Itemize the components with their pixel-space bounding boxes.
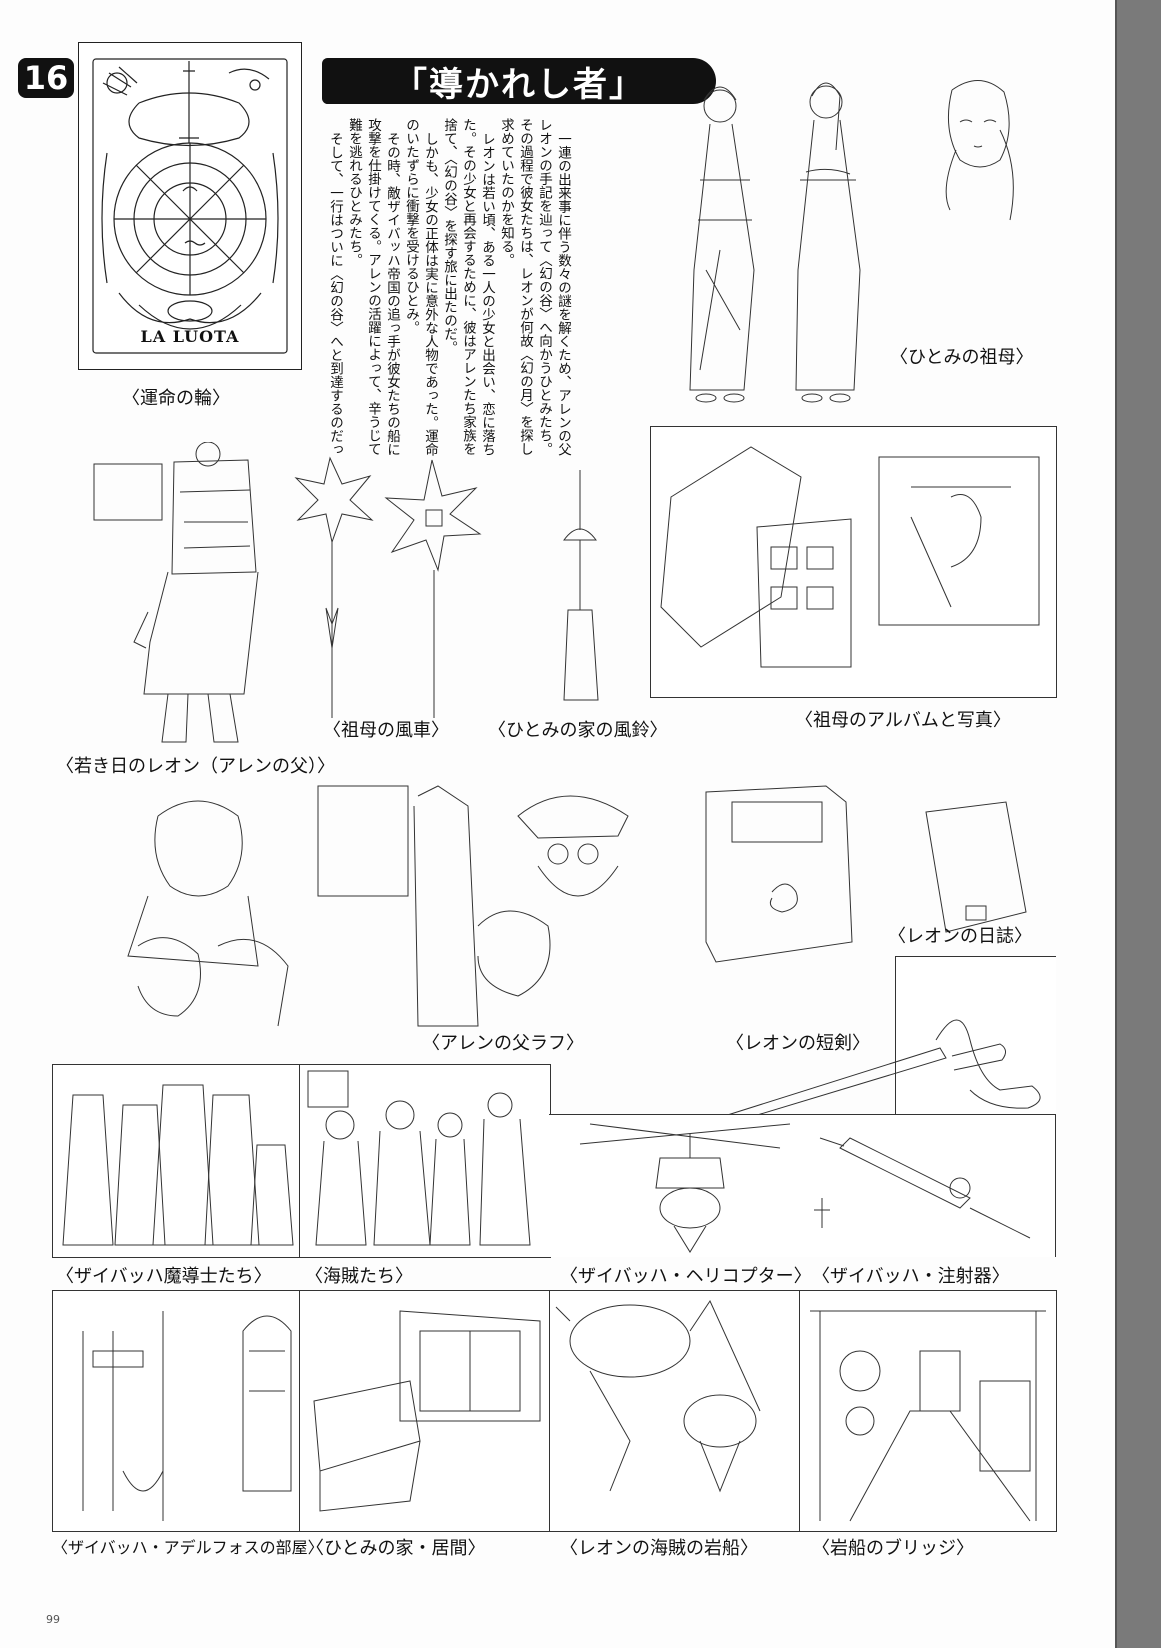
caption-hitomi-living: 〈ひとみの家・居間〉 xyxy=(306,1538,486,1559)
young-leon-sketch xyxy=(88,442,298,752)
caption-pirates: 〈海賊たち〉 xyxy=(305,1266,413,1287)
album-photo-drawing xyxy=(651,427,1056,697)
leon-journal-sketch xyxy=(676,782,1056,982)
caption-sorcerers: 〈ザイバッハ魔導士たち〉 xyxy=(56,1266,272,1287)
episode-badge: 16 xyxy=(18,58,74,98)
caption-allen-father-rough: 〈アレンの父ラフ〉 xyxy=(422,1033,584,1054)
wind-chime-sketch xyxy=(520,470,630,710)
syringe-sketch xyxy=(800,1118,1050,1258)
adelfos-room-frame xyxy=(52,1290,301,1532)
caption-leon-dagger: 〈レオンの短剣〉 xyxy=(726,1033,870,1054)
album-photo-frame xyxy=(650,426,1057,698)
rock-ship-drawing xyxy=(550,1291,800,1531)
caption-grandmother-pinwheel: 〈祖母の風車〉 xyxy=(323,720,449,741)
caption-syringe: 〈ザイバッハ・注射器〉 xyxy=(812,1266,1010,1287)
wheel-of-fortune-drawing xyxy=(79,43,301,369)
caption-wheel-of-fortune: 〈運命の輪〉 xyxy=(122,388,230,409)
sorcerers-drawing xyxy=(53,1065,300,1257)
hitomi-living-frame xyxy=(299,1290,551,1532)
helicopter-sketch xyxy=(570,1118,800,1258)
synopsis-paragraph: そして、一行はついに〈幻の谷〉へと到達するのだった。 xyxy=(327,131,343,456)
caption-ship-bridge: 〈岩船のブリッジ〉 xyxy=(812,1538,974,1559)
adelfos-room-drawing xyxy=(53,1291,300,1531)
synopsis-paragraph: その時、敵ザイバッハ帝国の追っ手が彼女たちの船に攻撃を仕掛けてくる。アレンの活躍… xyxy=(346,118,400,456)
caption-wind-chime: 〈ひとみの家の風鈴〉 xyxy=(488,720,668,741)
episode-title: 「導かれし者」 xyxy=(322,58,716,105)
synopsis-paragraph: レオンは若い頃、ある一人の少女と出会い、恋に落ちた。その少女と再会するために、彼… xyxy=(441,118,495,456)
episode-synopsis: 一連の出来事に伴う数々の謎を解くため、アレンの父レオンの手記を辿って〈幻の谷〉へ… xyxy=(325,118,572,463)
dagger-frame xyxy=(895,956,1056,1117)
allen-father-rough-sketch xyxy=(118,776,738,1038)
caption-grandmother: 〈ひとみの祖母〉 xyxy=(890,347,1034,368)
zaibach-gear-frame xyxy=(549,1114,1056,1257)
caption-young-leon: 〈若き日のレオン（アレンの父）〉 xyxy=(56,756,335,777)
ship-bridge-drawing xyxy=(800,1291,1056,1531)
artbook-page: 16 「導かれし者」 xyxy=(0,0,1117,1648)
tarot-card-label: LA LUOTA xyxy=(140,327,240,346)
caption-rock-ship: 〈レオンの海賊の岩船〉 xyxy=(560,1538,758,1559)
pirates-frame xyxy=(299,1064,551,1258)
sorcerers-frame xyxy=(52,1064,301,1258)
tarot-card-frame: LA LUOTA xyxy=(78,42,302,370)
caption-adelfos-room: 〈ザイバッハ・アデルフォスの部屋〉 xyxy=(52,1538,324,1557)
pirates-drawing xyxy=(300,1065,550,1257)
rock-ship-frame xyxy=(549,1290,801,1532)
ship-bridge-frame xyxy=(799,1290,1057,1532)
synopsis-paragraph: しかも、少女の正体は実に意外な人物であった。運命のいたずらに衝撃を受けるひとみ。 xyxy=(403,118,438,456)
caption-helicopter: 〈ザイバッハ・ヘリコプター〉 xyxy=(560,1266,812,1287)
caption-album-photo: 〈祖母のアルバムと写真〉 xyxy=(795,710,1011,731)
caption-leon-journal: 〈レオンの日誌〉 xyxy=(888,926,1032,947)
hitomi-living-drawing xyxy=(300,1291,550,1531)
page-number: 99 xyxy=(46,1613,60,1626)
grandmother-sketch xyxy=(670,70,1070,420)
synopsis-paragraph: 一連の出来事に伴う数々の謎を解くため、アレンの父レオンの手記を辿って〈幻の谷〉へ… xyxy=(498,118,571,456)
pinwheel-sketch xyxy=(286,448,486,728)
